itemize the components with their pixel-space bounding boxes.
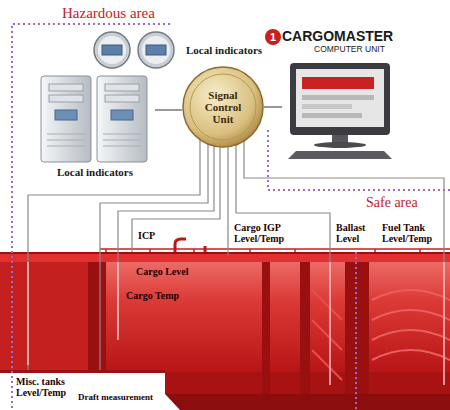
area-boundary: [12, 24, 450, 410]
node-label: COMPUTER UNIT: [314, 44, 407, 55]
tower-icon: [35, 72, 155, 164]
sensor-label: Ballast Level: [336, 222, 376, 244]
area-label: Safe area: [366, 195, 418, 211]
monitor-icon: [282, 61, 407, 161]
deck-pipes: [175, 239, 205, 252]
sensor-label: Misc. tanks Level/Temp: [16, 376, 74, 398]
monitor-icon: [282, 61, 400, 161]
sensor-label: Cargo IGP Level/Temp: [234, 222, 288, 244]
tank-sensors: [28, 262, 444, 385]
signal-cable: [264, 106, 282, 108]
signal-unit-circle: Signal Control Unit: [182, 66, 264, 148]
node-label: Local indicators: [186, 44, 262, 56]
gauge-icon: [92, 30, 180, 70]
computer-unit: CARGOMASTERCOMPUTER UNIT: [282, 28, 407, 161]
bulkheads: [88, 262, 450, 394]
sensor-label: ICP: [138, 230, 155, 241]
sensor-label: Fuel Tank Level/Temp: [382, 222, 438, 244]
sensor-label: Cargo Level: [136, 266, 189, 277]
indicator-group: Local indicators: [92, 30, 262, 70]
deck-railing: [100, 249, 450, 252]
node-label: Signal Control Unit: [195, 89, 251, 125]
gauge-icon: [92, 30, 180, 70]
sensor-label: Cargo Temp: [126, 290, 179, 301]
ship-hull: [0, 252, 450, 410]
indicator-group: Local indicators: [35, 72, 155, 178]
node-label: Local indicators: [57, 166, 133, 178]
sensor-label: Draft measurement: [78, 392, 153, 403]
product-name: CARGOMASTER: [282, 28, 407, 44]
tower-icon: [35, 72, 155, 164]
signal-cable: [155, 109, 182, 111]
callout-number: 1: [265, 29, 281, 45]
area-label: Hazardous area: [62, 4, 155, 22]
